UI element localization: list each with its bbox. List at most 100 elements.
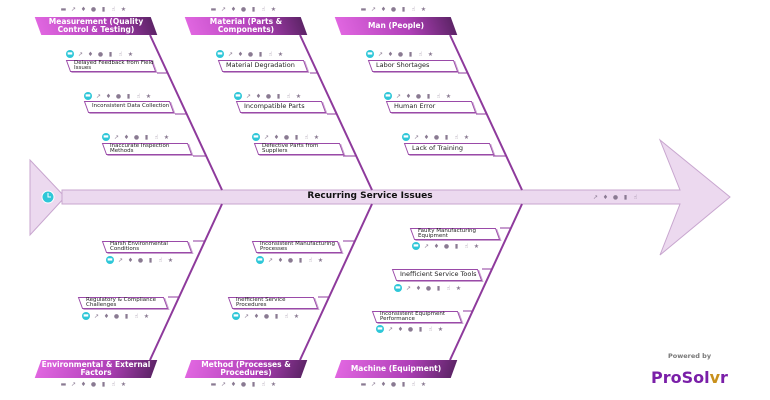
pin-icon[interactable]: ♦ [230,380,237,388]
external-link-icon[interactable]: ↗ [113,133,120,141]
user-icon[interactable]: ● [390,380,397,388]
pin-icon[interactable]: ♦ [423,133,430,141]
user-icon[interactable]: ● [133,133,140,141]
star-icon[interactable]: ★ [270,380,277,388]
user-icon[interactable]: ● [283,133,290,141]
folder-icon[interactable]: ▬ [384,92,392,100]
hand-icon[interactable]: ☝ [158,256,163,264]
pin-icon[interactable]: ♦ [380,380,387,388]
problem-statement[interactable]: Recurring Service Issues [307,191,433,201]
hand-icon[interactable]: ☝ [118,50,123,58]
document-icon[interactable]: ▮ [401,380,406,388]
external-link-icon[interactable]: ↗ [95,92,102,100]
star-icon[interactable]: ★ [143,312,150,320]
external-link-icon[interactable]: ↗ [70,380,77,388]
external-link-icon[interactable]: ↗ [405,284,412,292]
user-icon[interactable]: ● [97,50,104,58]
star-icon[interactable]: ★ [473,242,480,250]
user-icon[interactable]: ● [612,193,619,201]
hand-icon[interactable]: ☝ [154,133,159,141]
hand-icon[interactable]: ☝ [134,312,139,320]
pin-icon[interactable]: ♦ [127,256,134,264]
pin-icon[interactable]: ♦ [105,92,112,100]
category-man[interactable]: Man (People) [338,17,454,35]
pin-icon[interactable]: ♦ [433,242,440,250]
hand-icon[interactable]: ☝ [111,5,116,13]
star-icon[interactable]: ★ [463,133,470,141]
folder-icon[interactable]: ▬ [84,92,92,100]
pin-icon[interactable]: ♦ [387,50,394,58]
prosolvr-logo[interactable]: ProSolvr [651,368,728,387]
external-link-icon[interactable]: ↗ [243,312,250,320]
hand-icon[interactable]: ☝ [436,92,441,100]
category-environment[interactable]: Environmental & External Factors [38,360,154,378]
user-icon[interactable]: ● [247,50,254,58]
hand-icon[interactable]: ☝ [286,92,291,100]
user-icon[interactable]: ● [443,242,450,250]
star-icon[interactable]: ★ [420,5,427,13]
external-link-icon[interactable]: ↗ [220,380,227,388]
hand-icon[interactable]: ☝ [261,380,266,388]
star-icon[interactable]: ★ [445,92,452,100]
category-machine[interactable]: Machine (Equipment) [338,360,454,378]
pin-icon[interactable]: ♦ [380,5,387,13]
folder-icon[interactable]: ▬ [232,312,240,320]
cause-box[interactable]: Regulatory & Compliance Challenges [80,297,166,309]
user-icon[interactable]: ● [240,380,247,388]
hand-icon[interactable]: ☝ [261,5,266,13]
document-icon[interactable]: ▮ [144,133,149,141]
cause-box[interactable]: Labor Shortages [370,60,456,72]
hand-icon[interactable]: ☝ [633,193,638,201]
star-icon[interactable]: ★ [437,325,444,333]
external-link-icon[interactable]: ↗ [370,5,377,13]
external-link-icon[interactable]: ↗ [220,5,227,13]
pin-icon[interactable]: ♦ [80,380,87,388]
pin-icon[interactable]: ♦ [123,133,130,141]
external-link-icon[interactable]: ↗ [263,133,270,141]
hand-icon[interactable]: ☝ [446,284,451,292]
user-icon[interactable]: ● [265,92,272,100]
document-icon[interactable]: ▮ [276,92,281,100]
user-icon[interactable]: ● [433,133,440,141]
external-link-icon[interactable]: ↗ [592,193,599,201]
document-icon[interactable]: ▮ [408,50,413,58]
external-link-icon[interactable]: ↗ [93,312,100,320]
document-icon[interactable]: ▮ [401,5,406,13]
user-icon[interactable]: ● [90,380,97,388]
document-icon[interactable]: ▮ [274,312,279,320]
external-link-icon[interactable]: ↗ [370,380,377,388]
user-icon[interactable]: ● [115,92,122,100]
folder-icon[interactable]: ▬ [366,50,374,58]
pin-icon[interactable]: ♦ [273,133,280,141]
folder-icon[interactable]: ▬ [234,92,242,100]
folder-icon[interactable]: ▬ [360,5,367,13]
document-icon[interactable]: ▮ [418,325,423,333]
document-icon[interactable]: ▮ [126,92,131,100]
hand-icon[interactable]: ☝ [284,312,289,320]
pin-icon[interactable]: ♦ [230,5,237,13]
external-link-icon[interactable]: ↗ [117,256,124,264]
folder-icon[interactable]: ▬ [210,380,217,388]
star-icon[interactable]: ★ [270,5,277,13]
hand-icon[interactable]: ☝ [418,50,423,58]
external-link-icon[interactable]: ↗ [387,325,394,333]
external-link-icon[interactable]: ↗ [413,133,420,141]
document-icon[interactable]: ▮ [124,312,129,320]
star-icon[interactable]: ★ [293,312,300,320]
cause-box[interactable]: Harsh Environmental Conditions [104,241,190,253]
document-icon[interactable]: ▮ [623,193,628,201]
star-icon[interactable]: ★ [317,256,324,264]
external-link-icon[interactable]: ↗ [395,92,402,100]
folder-icon[interactable]: ▬ [252,133,260,141]
folder-icon[interactable]: ▬ [210,5,217,13]
star-icon[interactable]: ★ [420,380,427,388]
category-measurement[interactable]: Measurement (Quality Control & Testing) [38,17,154,35]
external-link-icon[interactable]: ↗ [70,5,77,13]
folder-icon[interactable]: ▬ [102,133,110,141]
pin-icon[interactable]: ♦ [277,256,284,264]
star-icon[interactable]: ★ [163,133,170,141]
cause-box[interactable]: Inconsistent Manufacturing Processes [254,241,340,253]
cause-box[interactable]: Incompatible Parts [238,101,324,113]
cause-box[interactable]: Inconsistent Equipment Performance [374,311,460,323]
star-icon[interactable]: ★ [455,284,462,292]
